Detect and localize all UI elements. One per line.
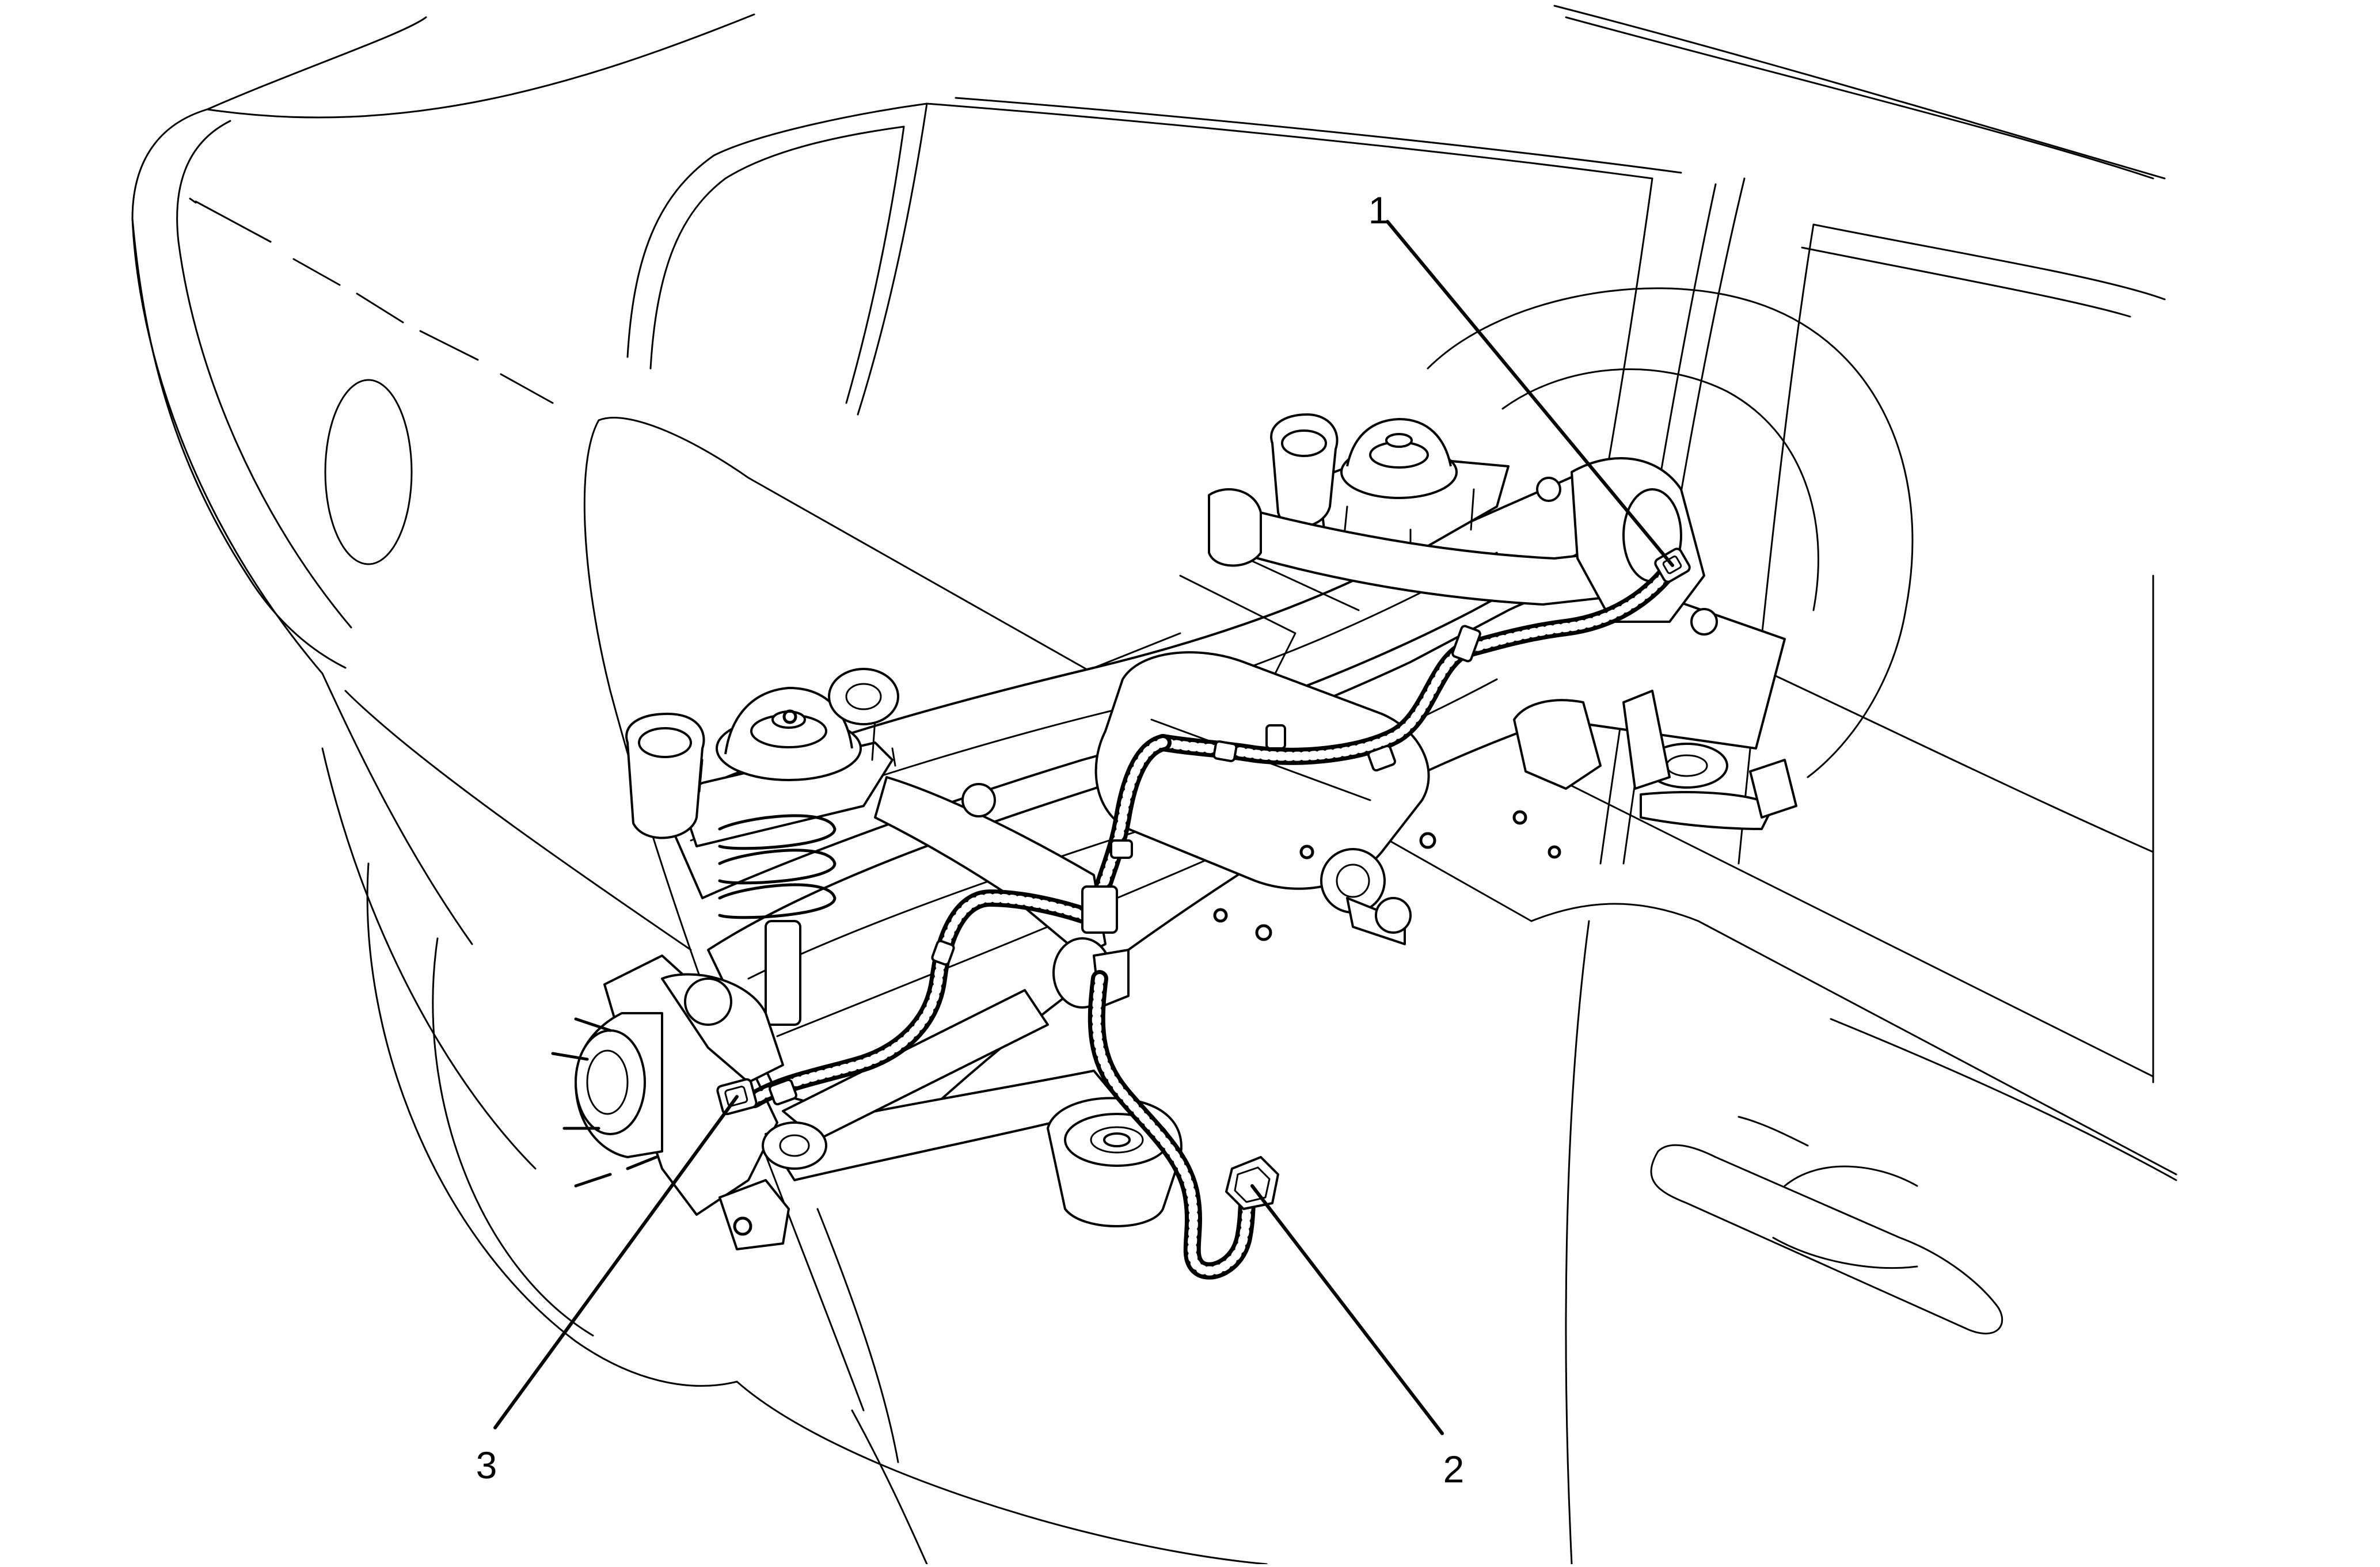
wheel-studs bbox=[551, 1017, 658, 1188]
callout-label-1: 1 bbox=[1368, 189, 1390, 231]
leader-line-1 bbox=[1386, 220, 1674, 567]
car-body-outline bbox=[131, 5, 2177, 1565]
leader-line-2 bbox=[1250, 1184, 1444, 1435]
callout-label-2: 2 bbox=[1443, 1448, 1465, 1490]
wiring-harness bbox=[746, 561, 1678, 1280]
callout-label-3: 3 bbox=[476, 1444, 497, 1486]
connector-2 bbox=[1225, 1156, 1279, 1210]
callout-leaders bbox=[493, 220, 1674, 1435]
leader-line-3 bbox=[493, 1095, 739, 1429]
